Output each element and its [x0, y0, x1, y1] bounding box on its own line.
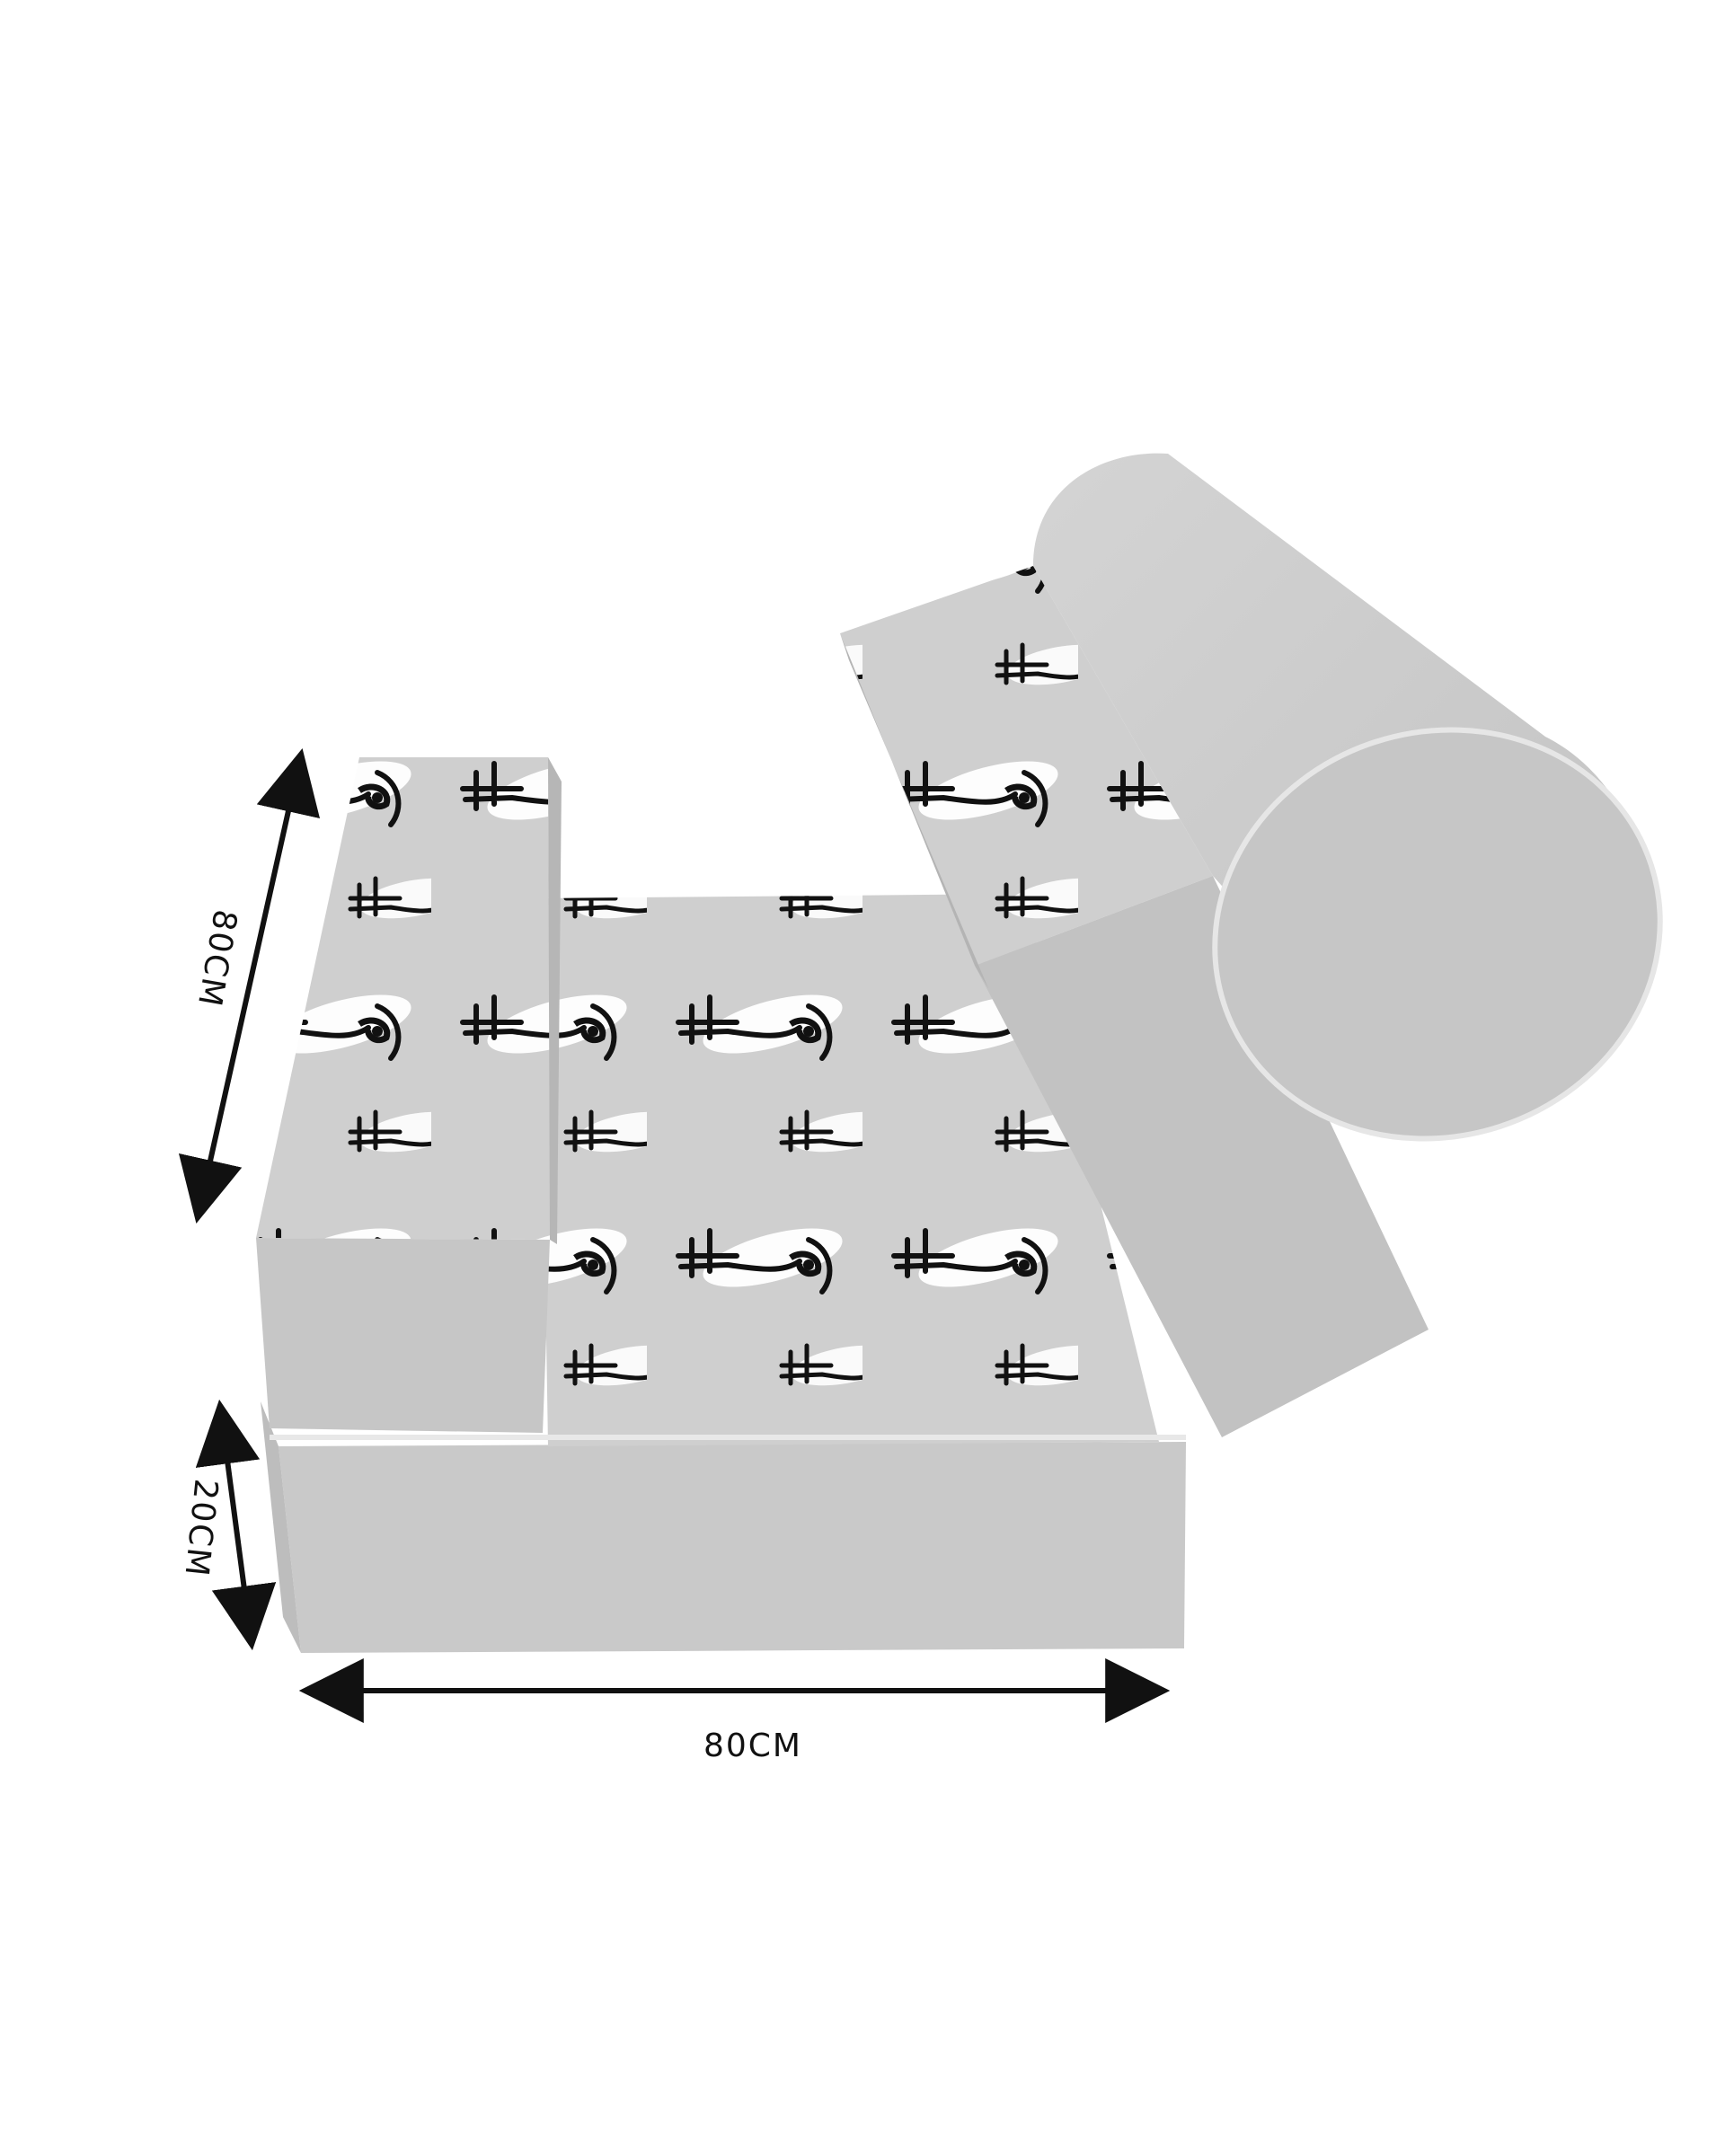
depth-arrow: [178, 747, 321, 1224]
bolster-end-cap: [1212, 727, 1663, 1142]
height-arrow: [195, 1399, 277, 1651]
depth-label: 80CM: [190, 906, 243, 1010]
armrest-top: [256, 757, 550, 1240]
cylinder-bolster: [1033, 453, 1663, 1142]
height-label: 20CM: [177, 1477, 224, 1579]
base-front-face: [279, 1442, 1186, 1653]
seat-base: [261, 894, 1186, 1653]
backrest-top: [840, 566, 1213, 966]
left-armrest: [256, 757, 562, 1433]
width-label: 80CM: [703, 1727, 802, 1764]
backrest-front-face: [975, 876, 1429, 1437]
armrest-front-face: [256, 1238, 550, 1433]
backrest-panel: [840, 566, 1429, 1437]
seat-top-surface: [539, 894, 1159, 1446]
dimension-annotations: 80CM 20CM 80CM: [177, 747, 1171, 1764]
armrest-side-face: [548, 757, 562, 1244]
